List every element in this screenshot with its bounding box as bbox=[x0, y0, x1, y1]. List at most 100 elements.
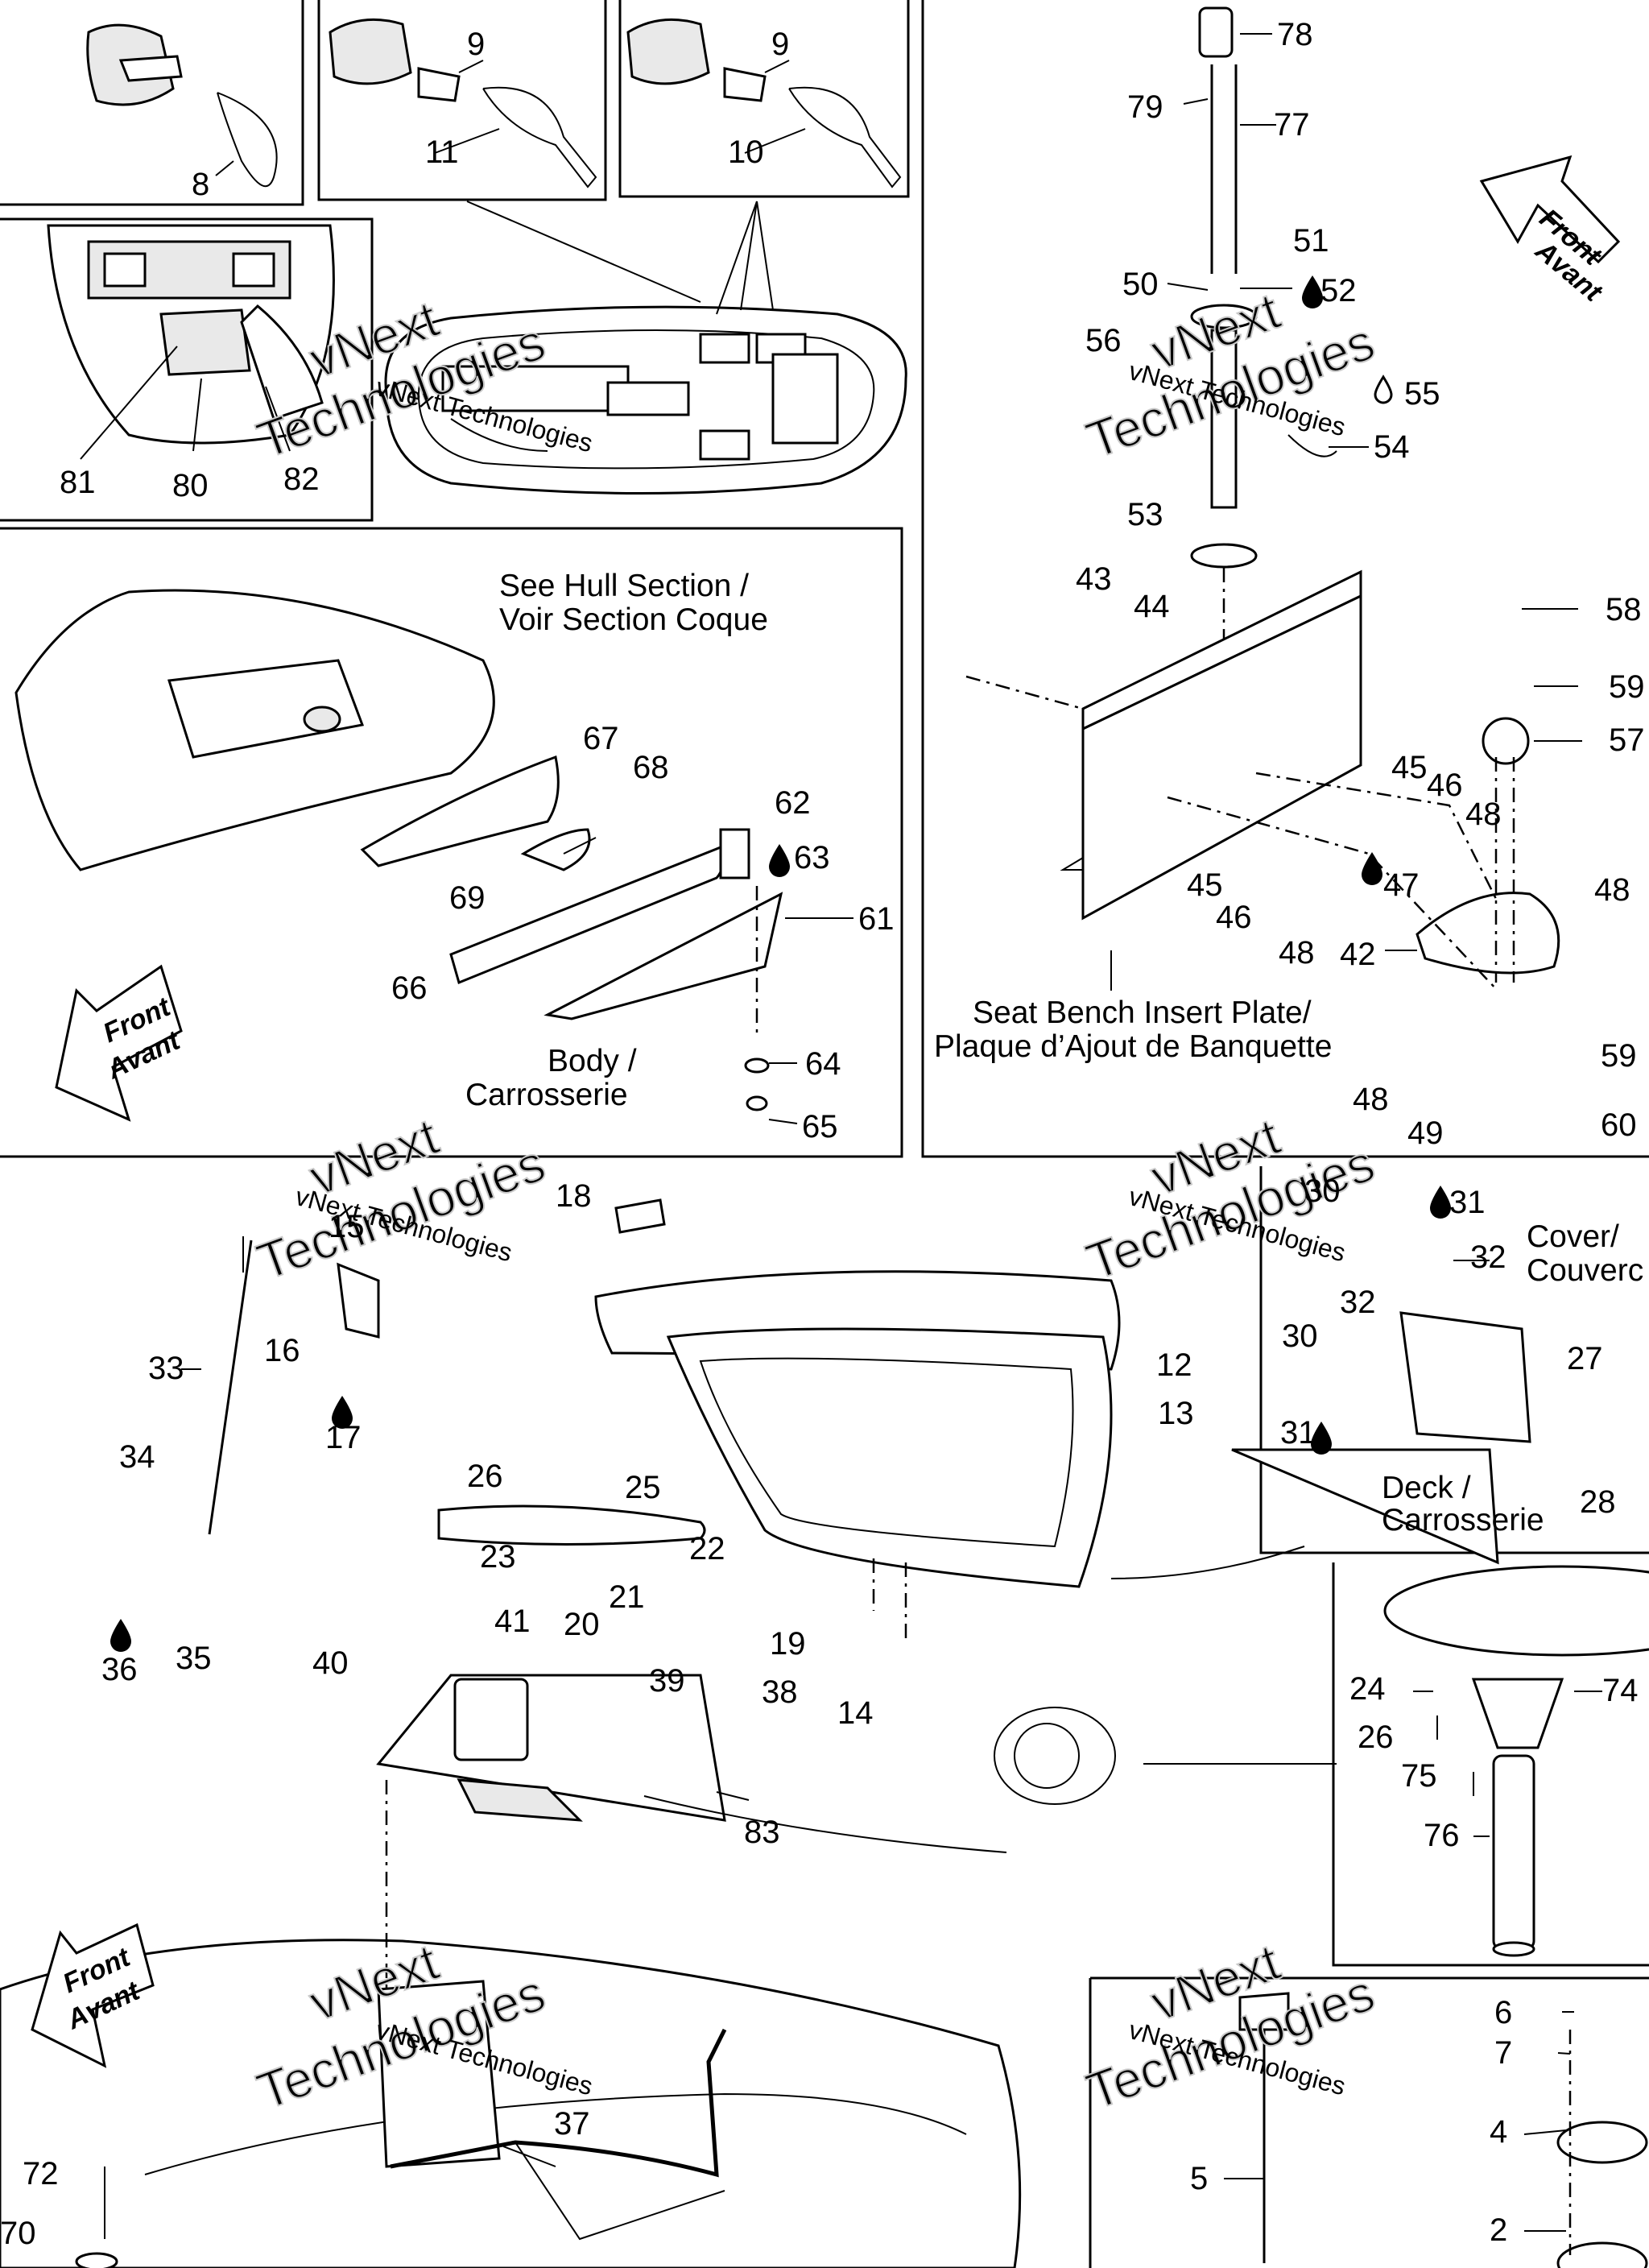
part-number-74: 74 bbox=[1602, 1673, 1639, 1708]
part-number-7: 7 bbox=[1494, 2035, 1512, 2071]
body-caption: Body / bbox=[548, 1044, 637, 1078]
oil-drop-icon bbox=[769, 844, 790, 877]
captions: See Hull Section / Voir Section Coque Se… bbox=[465, 569, 1643, 1538]
cover-caption: Couverc bbox=[1527, 1253, 1643, 1288]
part-number-75: 75 bbox=[1401, 1758, 1437, 1794]
part-number-41: 41 bbox=[494, 1604, 531, 1639]
part-number-47: 47 bbox=[1383, 867, 1420, 903]
part-number-45: 45 bbox=[1187, 867, 1223, 903]
part-number-81: 81 bbox=[60, 465, 96, 500]
part-number-54: 54 bbox=[1374, 429, 1410, 465]
part-number-14: 14 bbox=[837, 1695, 874, 1731]
deck-caption: Deck / bbox=[1382, 1471, 1471, 1505]
part-number-48: 48 bbox=[1279, 935, 1315, 971]
part-number-60: 60 bbox=[1601, 1107, 1637, 1143]
part-number-55: 55 bbox=[1404, 376, 1440, 412]
part-number-57: 57 bbox=[1609, 722, 1645, 758]
oil-drop-icons bbox=[110, 275, 1451, 1652]
part-number-78: 78 bbox=[1277, 17, 1313, 52]
part-number-46: 46 bbox=[1216, 900, 1252, 935]
part-number-20: 20 bbox=[564, 1607, 600, 1642]
part-number-66: 66 bbox=[391, 971, 428, 1006]
oil-drop-icon bbox=[1374, 375, 1393, 404]
part-number-22: 22 bbox=[689, 1531, 725, 1566]
part-number-31: 31 bbox=[1449, 1185, 1486, 1220]
front-arrow-icon: Front Avant bbox=[1479, 155, 1621, 308]
part-number-10: 10 bbox=[728, 135, 764, 170]
part-number-49: 49 bbox=[1407, 1115, 1444, 1151]
part-number-67: 67 bbox=[583, 721, 619, 756]
part-number-58: 58 bbox=[1606, 592, 1642, 627]
hatch-assembly bbox=[208, 1198, 1531, 1853]
seat-plate-caption: Seat Bench Insert Plate/ bbox=[973, 995, 1312, 1030]
part-number-76: 76 bbox=[1424, 1818, 1460, 1853]
part-number-56: 56 bbox=[1085, 323, 1122, 358]
part-number-30: 30 bbox=[1282, 1318, 1318, 1354]
part-number-8: 8 bbox=[192, 167, 209, 202]
part-number-19: 19 bbox=[770, 1626, 806, 1662]
seat-bench-assembly bbox=[965, 6, 1560, 991]
cover-caption: Cover/ bbox=[1527, 1219, 1619, 1254]
hull-section bbox=[14, 589, 783, 1111]
part-number-53: 53 bbox=[1127, 497, 1163, 532]
oil-drop-icon bbox=[332, 1396, 353, 1429]
part-number-30: 30 bbox=[1304, 1173, 1341, 1209]
part-number-44: 44 bbox=[1134, 589, 1170, 624]
body-caption: Carrosserie bbox=[465, 1078, 628, 1112]
part-number-38: 38 bbox=[762, 1674, 798, 1710]
seat-plate-caption: Plaque d’Ajout de Banquette bbox=[934, 1029, 1332, 1064]
part-number-37: 37 bbox=[554, 2106, 590, 2142]
pedestal-base bbox=[1238, 1992, 1648, 2268]
part-number-15: 15 bbox=[329, 1209, 365, 1244]
part-number-59: 59 bbox=[1609, 669, 1645, 705]
part-number-63: 63 bbox=[794, 840, 830, 875]
part-number-59: 59 bbox=[1601, 1038, 1637, 1074]
part-number-64: 64 bbox=[805, 1046, 841, 1082]
part-number-83: 83 bbox=[744, 1815, 780, 1850]
part-number-36: 36 bbox=[101, 1652, 138, 1687]
part-number-23: 23 bbox=[480, 1539, 516, 1575]
part-number-11: 11 bbox=[425, 135, 459, 170]
part-number-2: 2 bbox=[1490, 2212, 1507, 2248]
part-number-32: 32 bbox=[1340, 1285, 1376, 1320]
part-number-4: 4 bbox=[1490, 2114, 1507, 2150]
part-number-52: 52 bbox=[1320, 273, 1357, 308]
leader-lines bbox=[181, 33, 1602, 2232]
part-number-39: 39 bbox=[649, 1663, 685, 1699]
part-number-9: 9 bbox=[771, 27, 789, 62]
deck-caption: Carrosserie bbox=[1382, 1503, 1544, 1538]
part-number-33: 33 bbox=[148, 1351, 184, 1386]
part-number-9: 9 bbox=[467, 27, 485, 62]
part-number-35: 35 bbox=[176, 1641, 212, 1676]
part-number-48: 48 bbox=[1353, 1082, 1389, 1117]
part-number-62: 62 bbox=[775, 785, 811, 821]
part-number-13: 13 bbox=[1158, 1396, 1194, 1431]
hull-section-caption: Voir Section Coque bbox=[499, 602, 768, 637]
part-number-48: 48 bbox=[1594, 872, 1630, 908]
part-number-61: 61 bbox=[858, 901, 895, 937]
part-number-80: 80 bbox=[172, 468, 209, 503]
part-number-6: 6 bbox=[1494, 1995, 1512, 2030]
part-number-68: 68 bbox=[633, 750, 669, 785]
table-pedestal bbox=[1383, 1565, 1649, 1957]
boat-top-view bbox=[384, 201, 907, 495]
part-number-17: 17 bbox=[325, 1420, 362, 1455]
part-number-65: 65 bbox=[802, 1109, 838, 1144]
part-number-21: 21 bbox=[609, 1579, 645, 1615]
part-number-24: 24 bbox=[1349, 1671, 1386, 1707]
part-number-12: 12 bbox=[1156, 1347, 1192, 1383]
oil-drop-icon bbox=[1362, 852, 1382, 885]
part-number-25: 25 bbox=[625, 1470, 661, 1505]
storage-net-panel bbox=[47, 224, 335, 460]
hull-section-caption: See Hull Section / bbox=[499, 569, 749, 603]
part-number-27: 27 bbox=[1567, 1341, 1603, 1376]
part-number-43: 43 bbox=[1076, 561, 1112, 597]
part-number-70: 70 bbox=[0, 2216, 36, 2251]
tie-strap-panel-3 bbox=[626, 18, 902, 188]
oil-drop-icon bbox=[1302, 275, 1323, 308]
part-number-79: 79 bbox=[1127, 89, 1163, 125]
part-number-26: 26 bbox=[467, 1459, 503, 1494]
